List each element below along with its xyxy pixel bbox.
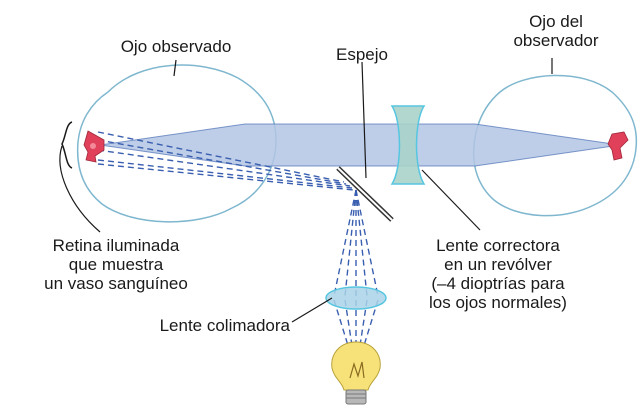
illumination-rays bbox=[333, 189, 379, 353]
retina-label-line2: que muestra bbox=[68, 255, 164, 274]
corrective-lens-label-line4: los ojos normales) bbox=[429, 293, 567, 312]
light-bulb-icon bbox=[331, 341, 381, 405]
corrective-lens-label-line3: (–4 dioptrías para bbox=[431, 274, 565, 293]
collimating-lens-label: Lente colimadora bbox=[159, 316, 290, 335]
corrective-lens-label-line2: en un revólver bbox=[444, 255, 552, 274]
corrective-lens-label-line1: Lente correctora bbox=[436, 236, 560, 255]
retina-label: Retina iluminada que muestra un vaso san… bbox=[26, 236, 206, 293]
retina-bracket bbox=[61, 121, 73, 169]
mirror-label: Espejo bbox=[336, 45, 388, 64]
blood-vessel-icon bbox=[83, 130, 105, 163]
reflected-rays bbox=[97, 131, 355, 191]
observer-eye-label-line2: observador bbox=[513, 31, 599, 50]
blood-vessel-icon bbox=[607, 131, 629, 161]
corrective-lens bbox=[390, 105, 426, 185]
observed-eye-label: Ojo observado bbox=[120, 37, 232, 56]
leader-lines bbox=[59, 58, 553, 323]
collimating-lens bbox=[325, 286, 387, 310]
observer-eye-label-line1: Ojo del bbox=[529, 12, 583, 31]
retina-label-line3: un vaso sanguíneo bbox=[44, 274, 188, 293]
corrective-lens-label: Lente correctora en un revólver (–4 diop… bbox=[408, 236, 588, 312]
observer-eye-label: Ojo del observador bbox=[496, 12, 616, 50]
retina-label-line1: Retina iluminada bbox=[52, 236, 180, 255]
